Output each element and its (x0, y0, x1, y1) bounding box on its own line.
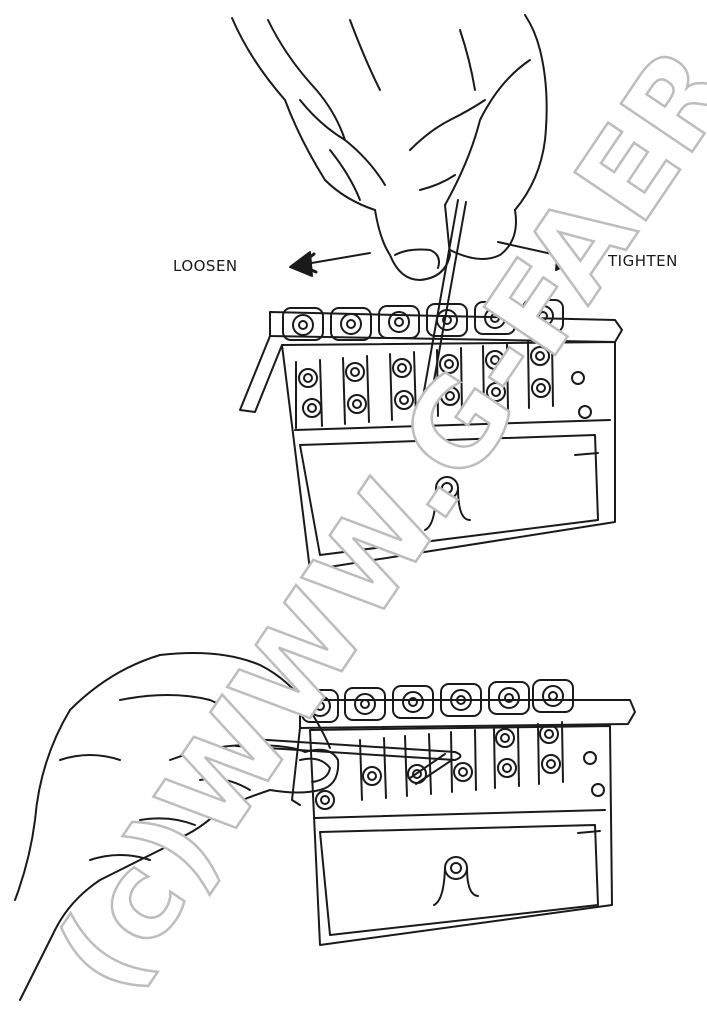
bottom-bridge-unit (292, 700, 635, 945)
bottom-saddle-3 (393, 686, 433, 718)
tighten-label: TIGHTEN (608, 252, 678, 270)
loosen-label: LOOSEN (173, 257, 238, 275)
top-saddle-3 (379, 306, 419, 338)
bottom-saddle-6 (533, 680, 573, 712)
bottom-screws (316, 725, 604, 809)
svg-text:(c)WWW.G-FAER: (c)WWW.G-FAER (29, 22, 707, 1015)
watermark-logo: (c)WWW.G-FAER (29, 22, 707, 1015)
arrow-left-icon (290, 252, 370, 276)
bottom-saddle-5 (489, 682, 529, 714)
